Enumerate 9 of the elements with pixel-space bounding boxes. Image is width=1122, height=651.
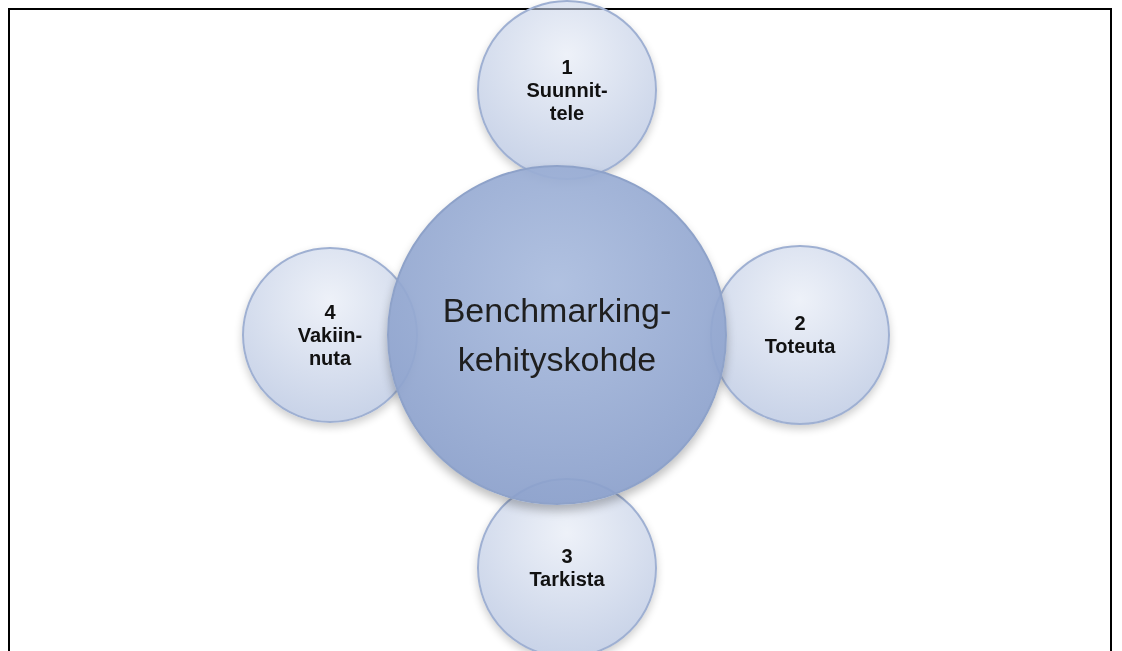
step-label: Vakiin-nuta: [296, 323, 364, 370]
step-label: Suunnit-tele: [525, 78, 609, 125]
step-number: 4: [324, 300, 336, 324]
center-label: Benchmarking-kehityskohde: [442, 289, 672, 380]
step-label: Toteuta: [763, 335, 837, 358]
step-number: 1: [561, 55, 573, 79]
step-number: 3: [561, 545, 573, 568]
step-number: 2: [794, 312, 806, 335]
step-label: Tarkista: [528, 568, 606, 591]
